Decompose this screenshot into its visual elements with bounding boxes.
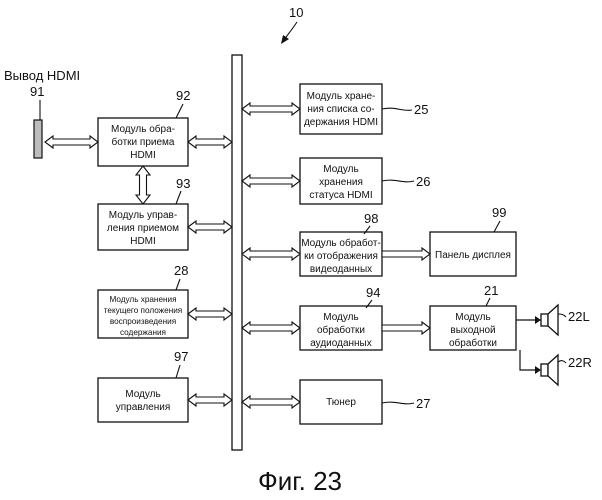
left-speaker-icon [541,305,558,335]
figure-caption: Фиг. 23 [258,466,342,496]
arrow-receive-control [136,166,150,204]
hdmi-control-label-1: Модуль управ- [109,210,177,221]
status-store-ref: 26 [416,174,430,189]
display-ref: 99 [492,205,506,220]
hdmi-output-label: Вывод HDMI [4,68,80,83]
position-store-label-3: воспроизведения [110,317,176,326]
video-label-2: ки отображения [304,250,378,262]
figure-ref-10: 10 [289,5,303,20]
output-ref: 21 [484,283,498,298]
figure-ref-arrowhead [281,35,289,44]
arrow-control-bus [188,394,232,406]
right-speaker-ref: 22R [568,355,592,370]
audio-label-1: Модуль [323,312,358,323]
display-label: Панель дисплея [435,250,511,261]
hdmi-control-leader [176,191,181,204]
arrow-bus-audio [242,322,300,334]
hdmi-connector-icon [34,120,42,158]
right-speaker-leader [558,361,566,363]
arrow-connector-receive [45,136,98,148]
arrow-receive-bus [188,136,232,148]
hdmi-receive-leader [176,104,183,118]
content-list-label-2: ния списка со- [307,104,374,115]
audio-ref: 94 [366,285,380,300]
hdmi-output-ref: 91 [30,84,44,99]
hdmi-receive-label-2: ботки приема [112,136,175,148]
audio-label-3: аудиоданных [310,338,372,349]
video-ref: 98 [364,211,378,226]
arrow-bus-tuner [242,396,300,408]
status-store-leader [382,180,414,182]
right-speaker-icon [541,355,558,385]
arrow-control-hdmi-bus [188,221,232,233]
position-store-label-1: Модуль хранения [109,295,176,304]
content-list-label-3: держания HDMI [304,117,378,128]
position-store-label-4: содержания [120,328,166,337]
position-store-leader [176,279,180,290]
content-list-label-1: Модуль хране- [307,91,376,102]
arrow-position-bus [188,308,232,320]
arrow-bus-video [242,248,300,260]
content-list-ref: 25 [414,102,428,117]
control-label-1: Модуль [125,389,160,400]
tuner-ref: 27 [416,396,430,411]
arrow-bus-content-list [242,103,300,115]
audio-label-2: обработки [317,324,365,336]
tuner-label: Тюнер [326,397,356,408]
video-label-3: видеоданных [310,264,372,275]
hdmi-control-label-3: HDMI [130,236,156,247]
arrowhead-right-speaker [535,366,541,374]
hdmi-receive-label-1: Модуль обра- [111,123,175,135]
output-label-1: Модуль [455,312,490,323]
display-leader [494,221,500,232]
arrow-bus-status-store [242,175,300,187]
hdmi-receive-label-3: HDMI [130,150,156,161]
hdmi-receive-ref: 92 [176,88,190,103]
status-store-label-2: хранения [319,177,363,188]
tuner-leader [382,402,414,404]
position-store-label-2: текущего положения [104,306,183,315]
arrow-video-display [382,248,430,260]
control-block [98,378,188,422]
position-store-ref: 28 [174,263,188,278]
output-leader [486,298,490,306]
video-label-1: Модуль обработ- [301,237,381,249]
system-bus [232,55,242,450]
hdmi-control-ref: 93 [176,176,190,191]
left-speaker-ref: 22L [568,309,590,324]
wire-output-right-speaker [520,350,535,370]
content-list-leader [382,108,412,110]
left-speaker-leader [558,314,566,317]
control-ref: 97 [174,349,188,364]
status-store-label-3: статуса HDMI [309,190,372,201]
hdmi-control-label-2: ления приемом [107,223,179,234]
arrowhead-left-speaker [535,316,541,324]
output-label-2: выходной [450,325,495,336]
control-leader [176,365,180,378]
arrow-audio-output [382,322,430,334]
output-label-3: обработки [449,337,497,349]
control-label-2: управления [116,402,171,413]
status-store-label-1: Модуль [323,164,358,175]
